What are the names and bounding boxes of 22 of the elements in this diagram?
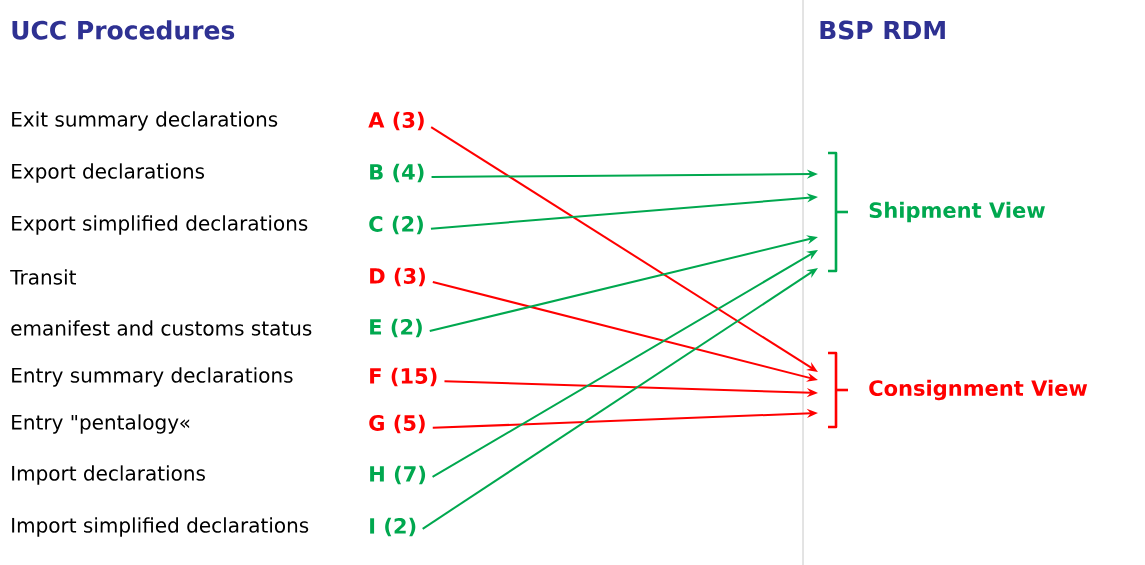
procedure-name: Entry summary declarations — [12, 367, 293, 387]
bracket-label: Shipment View — [828, 151, 1045, 273]
code-label: B (4) — [370, 163, 424, 183]
procedure-name: Import declarations — [12, 465, 205, 485]
code-label: A (3) — [368, 111, 424, 131]
heading: UCC Procedures — [12, 20, 235, 40]
code-label: G (5) — [369, 414, 425, 434]
procedure-name: emanifest and customs status — [11, 320, 312, 336]
code-label: C (2) — [369, 215, 423, 235]
code-label: E (2) — [370, 318, 422, 338]
code-label: F (15) — [370, 367, 437, 387]
procedure-name: Exit summary declarations — [12, 111, 278, 131]
code-label: D (3) — [370, 267, 425, 287]
heading: BSP RDM — [820, 20, 945, 40]
bracket-label: Consignment View — [828, 351, 1088, 429]
procedure-name: Import simplified declarations — [12, 517, 309, 537]
code-label: I (2) — [370, 517, 416, 537]
procedure-name: Export declarations — [12, 163, 205, 183]
procedure-name: Transit — [10, 269, 76, 285]
code-label: H (7) — [370, 465, 426, 485]
procedure-name: Entry "pentalogy« — [12, 414, 190, 434]
procedure-name: Export simplified declarations — [12, 215, 308, 235]
